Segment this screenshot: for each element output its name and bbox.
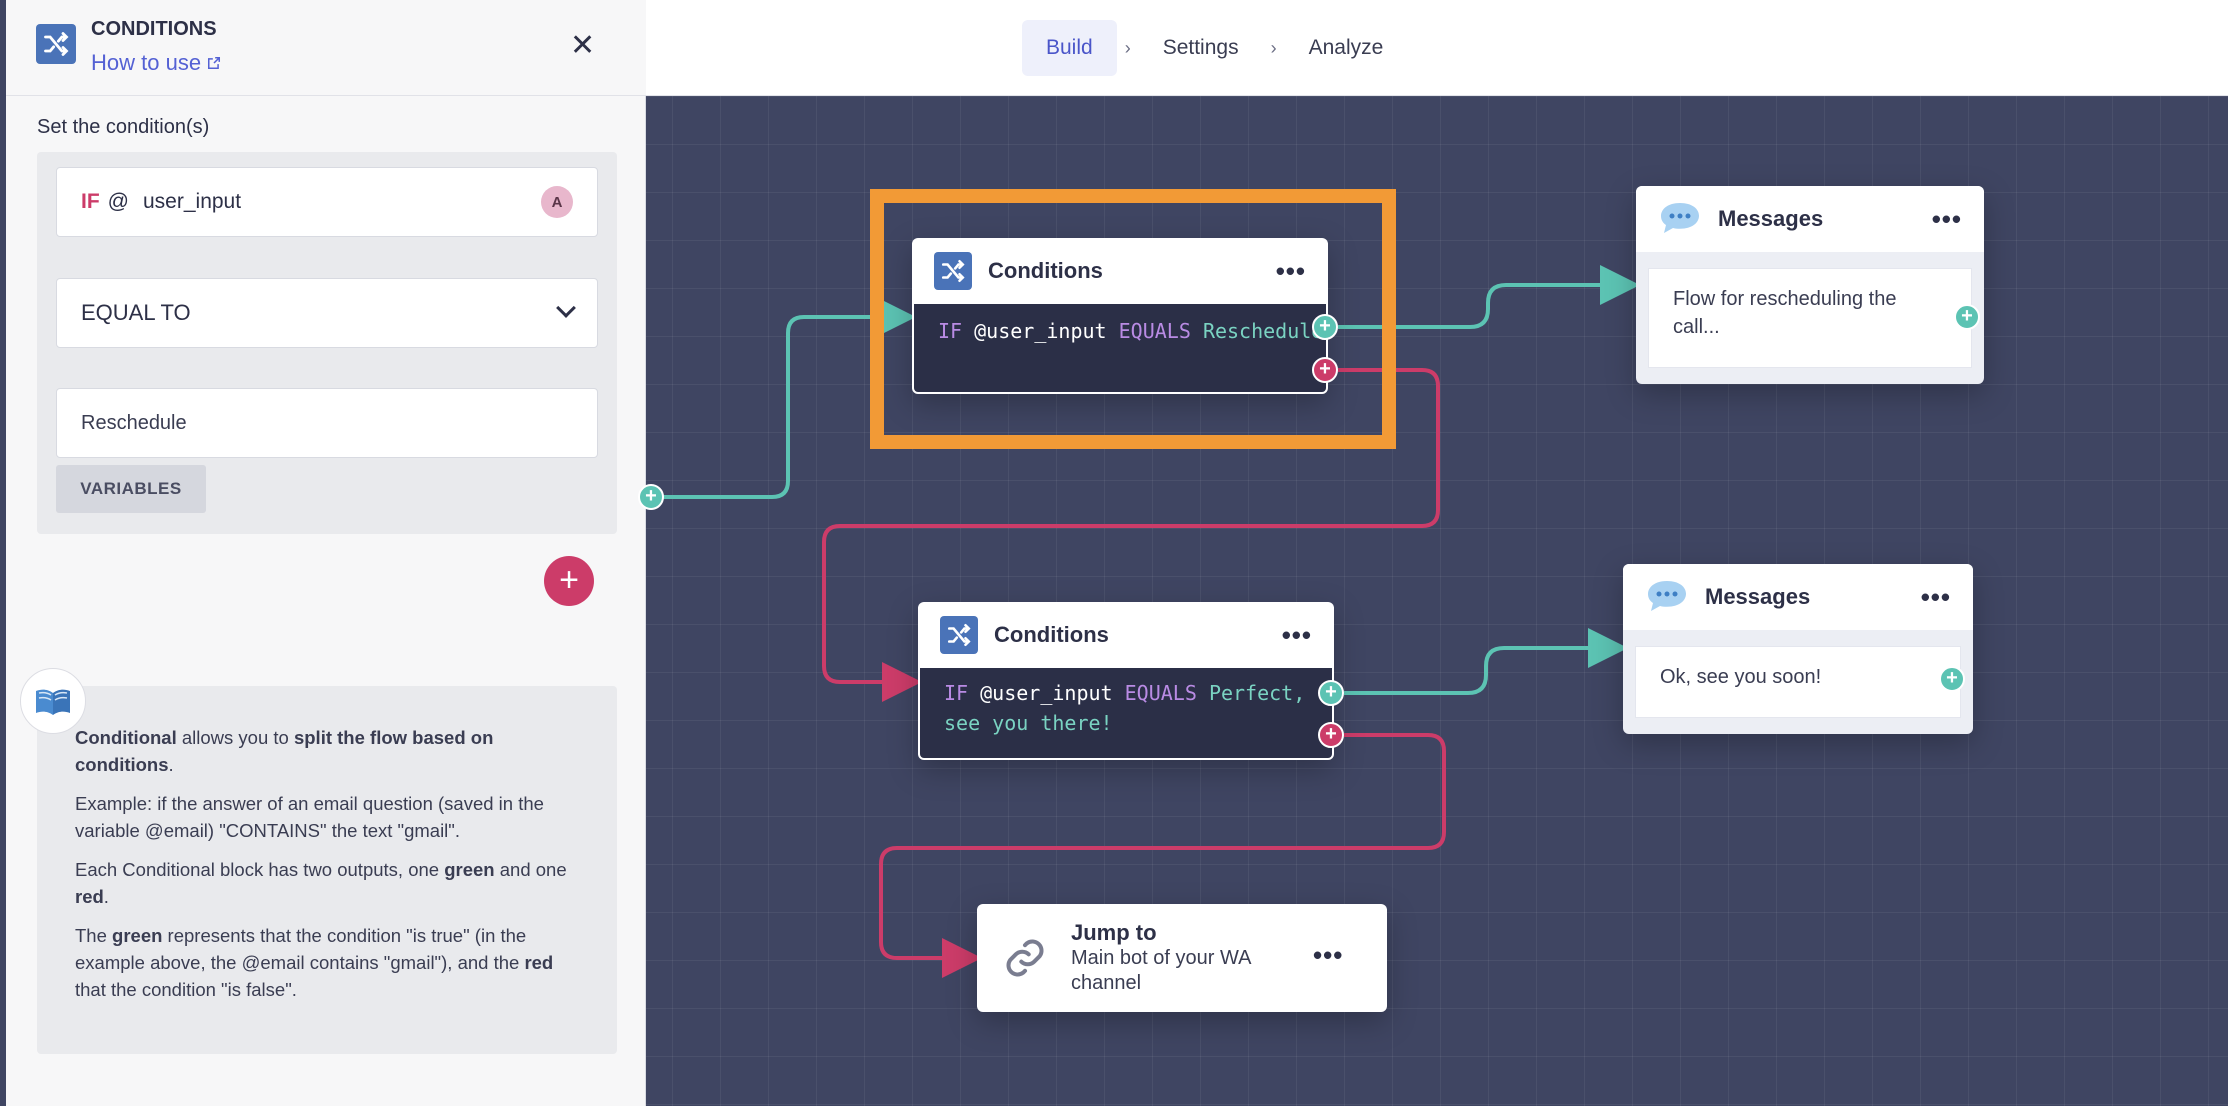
node-title: Jump to [1071, 920, 1157, 945]
node-menu-button[interactable]: ••• [1920, 581, 1951, 612]
output-port[interactable]: + [1939, 666, 1965, 692]
chevron-down-icon [556, 298, 576, 318]
output-true-port[interactable]: + [1318, 680, 1344, 706]
messages-node-2[interactable]: Messages ••• Ok, see you soon! + [1623, 564, 1973, 734]
help-paragraph: Conditional allows you to split the flow… [75, 727, 494, 775]
help-paragraph: Example: if the answer of an email quest… [75, 793, 544, 841]
step-separator: › [1270, 37, 1277, 58]
node-title: Messages [1718, 206, 1824, 231]
variable-name: user_input [143, 190, 242, 213]
how-to-use-link[interactable]: How to use [91, 50, 221, 76]
conditions-panel: CONDITIONS How to use ✕ Set the conditio… [6, 0, 646, 1106]
shuffle-icon [940, 616, 978, 654]
conditions-node-2[interactable]: Conditions ••• IF @user_input EQUALS Per… [918, 602, 1344, 760]
at-label: @ [107, 190, 129, 213]
shuffle-icon [934, 252, 972, 290]
output-true-port[interactable]: + [1312, 314, 1338, 340]
conditions-node-1[interactable]: Conditions ••• IF @user_input EQUALS Res… [912, 238, 1338, 394]
panel-header: CONDITIONS How to use ✕ [6, 0, 646, 96]
node-title: Conditions [988, 258, 1103, 283]
panel-title: CONDITIONS [91, 18, 217, 40]
shuffle-icon [36, 24, 76, 64]
close-icon[interactable]: ✕ [570, 29, 596, 62]
output-false-port[interactable]: + [1318, 722, 1344, 748]
node-title: Messages [1705, 584, 1811, 609]
jump-target: Main bot of your WA channel [1071, 947, 1251, 994]
node-menu-button[interactable]: ••• [1313, 940, 1344, 970]
value-input[interactable]: Reschedule [56, 388, 598, 458]
avatar: A [541, 186, 573, 218]
help-paragraph: Each Conditional block has two outputs, … [75, 859, 567, 907]
panel-edge [0, 0, 6, 1106]
link-icon [1003, 936, 1047, 985]
chat-bubble-icon [1658, 201, 1702, 237]
node-menu-button[interactable]: ••• [1931, 203, 1962, 234]
operator-select[interactable]: EQUAL TO [56, 278, 598, 348]
messages-node-1[interactable]: Messages ••• Flow for rescheduling the c… [1636, 186, 1984, 384]
node-menu-button[interactable]: ••• [1275, 255, 1306, 286]
tab-build[interactable]: Build [1022, 20, 1117, 76]
output-false-port[interactable]: + [1312, 357, 1338, 383]
variable-field[interactable]: IF @ user_input A [56, 167, 598, 237]
tab-analyze[interactable]: Analyze [1308, 36, 1384, 59]
jump-to-node[interactable]: Jump to Main bot of your WA channel ••• [977, 904, 1387, 1012]
add-condition-button[interactable]: + [544, 556, 594, 606]
help-box: Conditional allows you to split the flow… [37, 686, 617, 1054]
highlight-frame [870, 189, 1396, 449]
condition-expression: IF @user_input EQUALS Reschedule [914, 304, 1326, 392]
if-label: IF [81, 190, 100, 213]
set-conditions-label: Set the condition(s) [37, 116, 210, 138]
chat-bubble-icon [1645, 579, 1689, 615]
how-to-use-label: How to use [91, 50, 202, 75]
output-port[interactable]: + [1954, 304, 1980, 330]
node-menu-button[interactable]: ••• [1281, 619, 1312, 650]
message-text[interactable]: Ok, see you soon! [1635, 646, 1961, 718]
external-link-icon [207, 50, 221, 75]
step-navigation: Build › Settings › Analyze [1022, 20, 1407, 76]
tab-settings[interactable]: Settings [1162, 36, 1239, 59]
input-port[interactable]: + [638, 484, 664, 510]
book-icon [20, 668, 86, 734]
message-text[interactable]: Flow for rescheduling the call... [1648, 268, 1972, 368]
step-separator: › [1124, 37, 1131, 58]
condition-editor: IF @ user_input A EQUAL TO Reschedule VA… [37, 152, 617, 534]
condition-expression: IF @user_input EQUALS Perfect, see you t… [920, 668, 1332, 758]
operator-value: EQUAL TO [81, 300, 191, 325]
help-paragraph: The green represents that the condition … [75, 925, 554, 1000]
variables-button[interactable]: VARIABLES [56, 465, 206, 513]
node-title: Conditions [994, 622, 1109, 647]
